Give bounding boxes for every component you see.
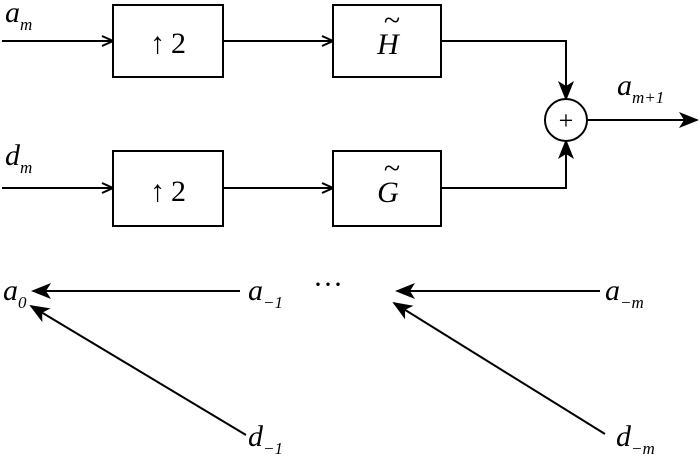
upsample-box-top-label: ↑2 [150, 27, 186, 60]
label-a-m: am [5, 0, 32, 34]
label-d-m: dm [5, 139, 32, 177]
svg-text:d−m: d−m [616, 420, 655, 458]
label-a-0: a0 [3, 274, 27, 312]
label-a-neg-m: a−m [605, 274, 644, 312]
svg-text:G: G [377, 176, 399, 209]
svg-text:dm: dm [5, 139, 32, 177]
edge-d-neg1-to-a0 [29, 304, 247, 436]
svg-text:am+1: am+1 [617, 69, 664, 107]
svg-text:d−1: d−1 [248, 420, 283, 458]
upsample-box-bottom [112, 150, 224, 227]
edge-h-to-adder [441, 40, 574, 101]
filter-h-tilde-box [332, 4, 442, 78]
svg-text:~: ~ [384, 4, 400, 37]
edge-d-negm-chain [392, 301, 606, 435]
svg-text:a−m: a−m [605, 274, 644, 312]
label-a-neg-1: a−1 [248, 274, 283, 312]
label-d-neg-m: d−m [616, 420, 655, 458]
label-d-neg-1: d−1 [248, 420, 283, 458]
ellipsis: ··· [313, 268, 343, 301]
upsample-box-top [112, 4, 224, 78]
svg-text:am: am [5, 0, 32, 34]
filter-h-tilde-label: H ~ [376, 4, 401, 61]
svg-text:a0: a0 [3, 274, 27, 312]
edge-g-to-adder [441, 139, 574, 189]
svg-text:a−1: a−1 [248, 274, 283, 312]
svg-text:~: ~ [384, 152, 400, 185]
filter-g-tilde-label: G ~ [377, 152, 400, 209]
adder-symbol: + [559, 106, 574, 135]
svg-text:H: H [376, 28, 401, 61]
upsample-box-bottom-label: ↑2 [150, 175, 186, 208]
label-a-m-plus-1: am+1 [617, 69, 664, 107]
